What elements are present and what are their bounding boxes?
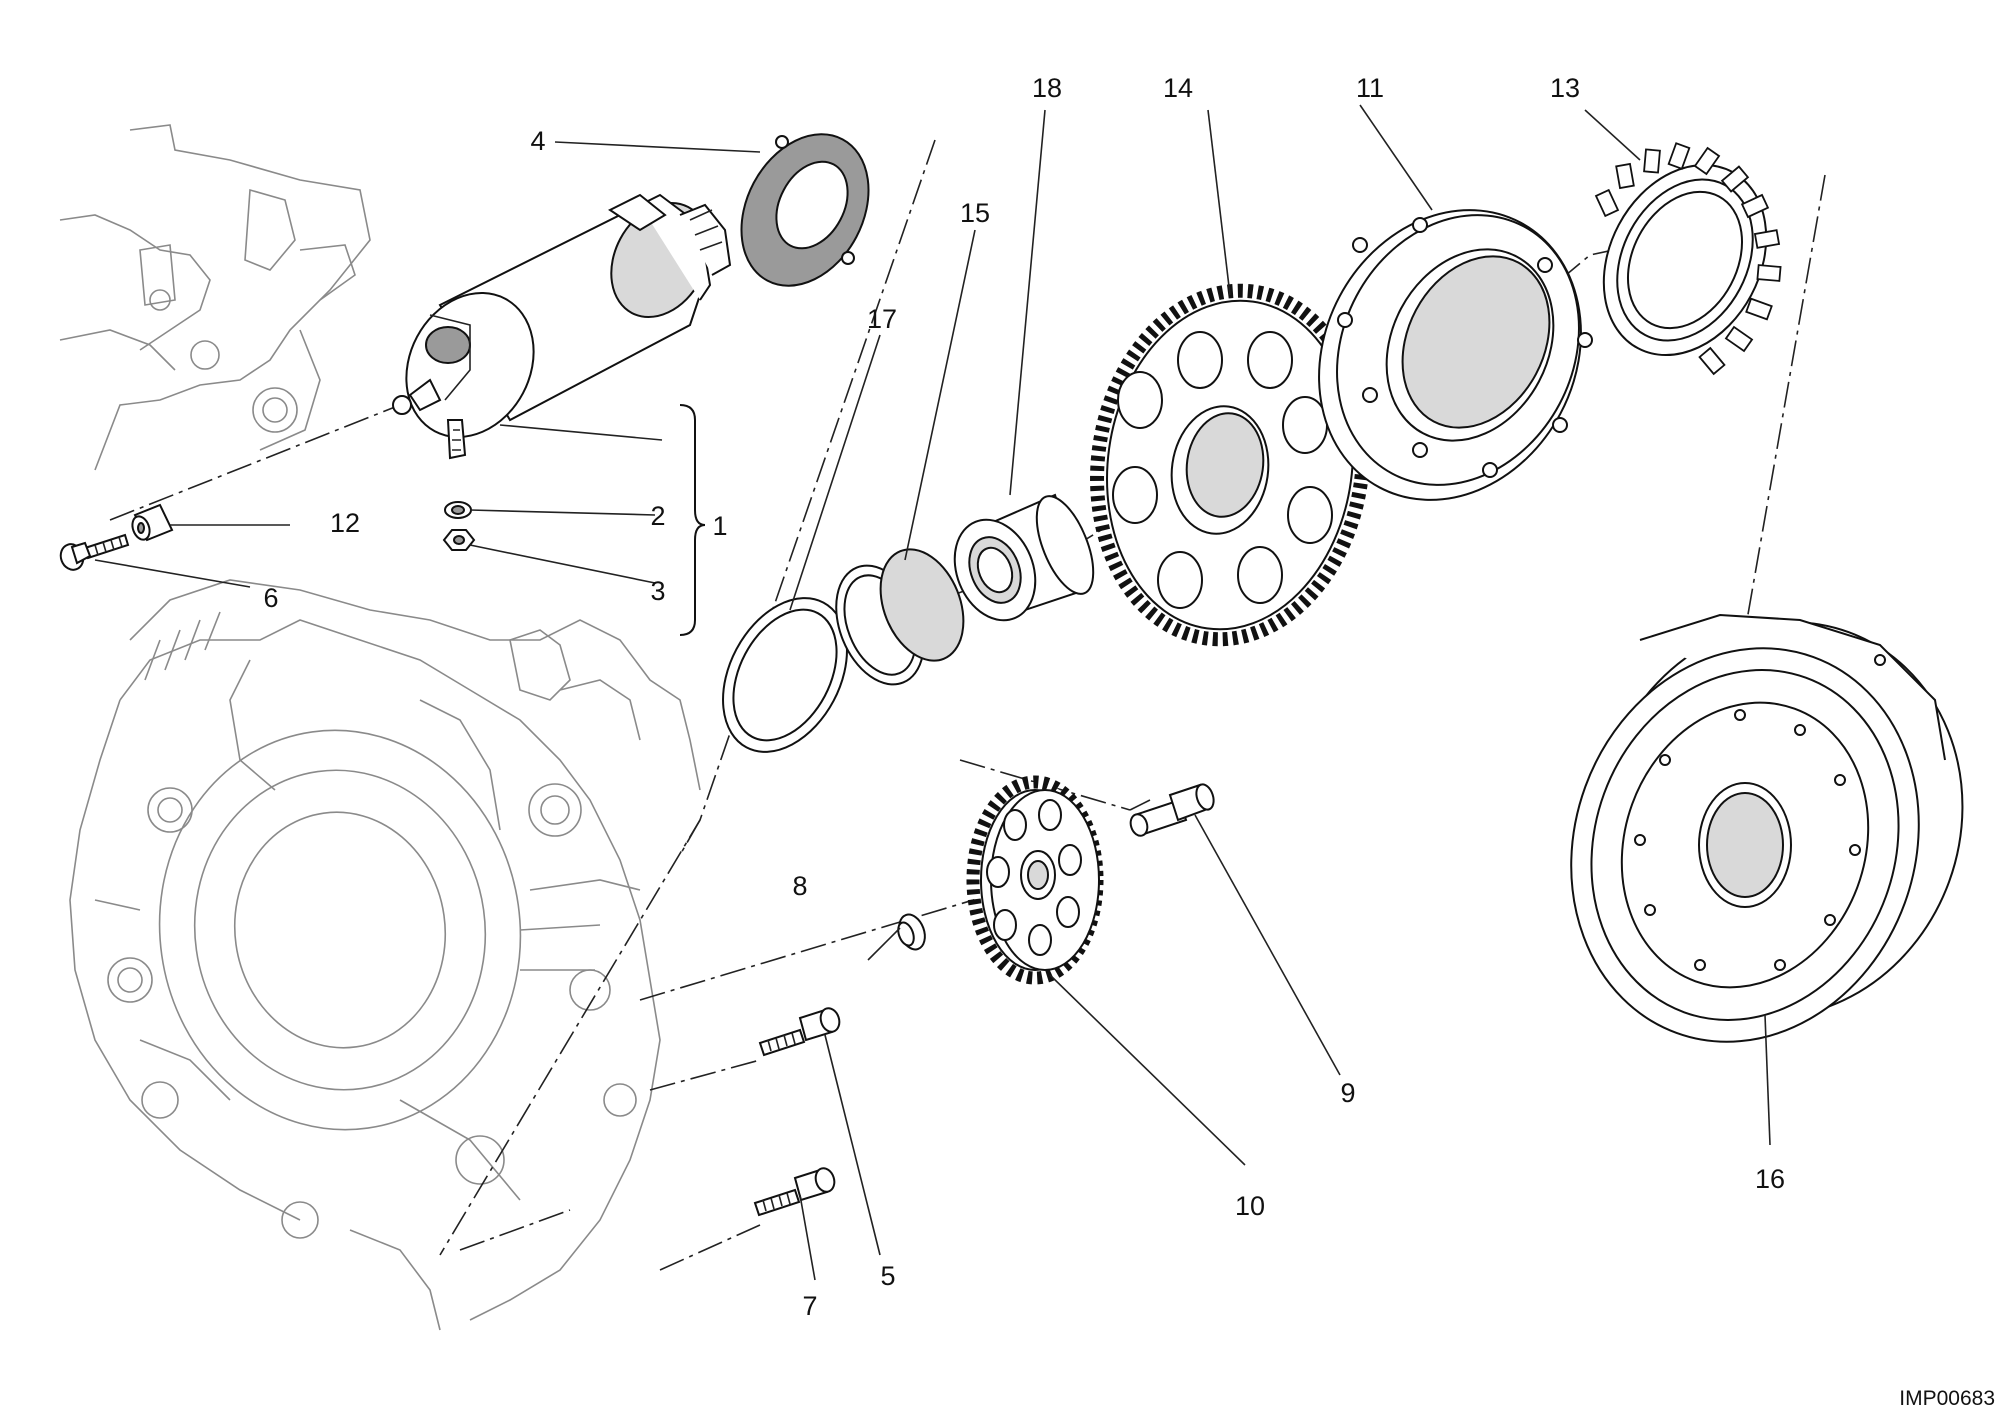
part-4-flange-gasket: [740, 133, 870, 287]
callout-2: 2: [650, 501, 665, 531]
part-7-bolt: [753, 1167, 836, 1217]
callout-6: 6: [263, 583, 278, 613]
callout-14: 14: [1163, 73, 1193, 103]
callout-7: 7: [802, 1291, 817, 1321]
callout-11: 11: [1356, 73, 1384, 103]
callout-12: 12: [330, 508, 360, 538]
starter-motor: [392, 193, 732, 460]
part-17-ring: [722, 597, 848, 753]
part-15-bushing: [835, 548, 965, 686]
diagram-code: IMP00683: [1899, 1387, 1995, 1410]
part-16-rotor: [1570, 613, 1964, 1043]
callout-9: 9: [1340, 1078, 1355, 1108]
callout-1: 1: [712, 511, 727, 541]
part-10-idler-gear: [966, 775, 1104, 985]
callout-17: 17: [867, 304, 897, 334]
part-9-shaft: [1129, 783, 1215, 837]
part-11-flange: [1318, 209, 1593, 501]
callout-10: 10: [1235, 1191, 1265, 1221]
callout-16: 16: [1755, 1164, 1785, 1194]
leader-lines: [94, 104, 1771, 1281]
engine-crankcase-outline: [59, 124, 701, 1331]
callout-3: 3: [650, 576, 665, 606]
part-18-sleeve: [953, 493, 1095, 622]
part-3-nut: [442, 529, 476, 551]
part-8-circlip: [897, 913, 926, 951]
callout-labels: 4 1 2 3 12 6 8 5 7 10 9 16 18 14 11 13 1…: [263, 73, 1995, 1410]
part-2-washer: [444, 501, 472, 519]
callout-15: 15: [960, 198, 990, 228]
part-12-spacer: [131, 503, 174, 542]
part-13-sprag-clutch: [1594, 142, 1782, 376]
part-6-bolt: [59, 533, 130, 571]
part-5-bolt: [758, 1007, 841, 1057]
callout-18: 18: [1032, 73, 1062, 103]
callout-8: 8: [792, 871, 807, 901]
part-14-starter-gear: [1090, 283, 1370, 647]
callout-5: 5: [880, 1261, 895, 1291]
callout-13: 13: [1550, 73, 1580, 103]
callout-4: 4: [530, 126, 545, 156]
